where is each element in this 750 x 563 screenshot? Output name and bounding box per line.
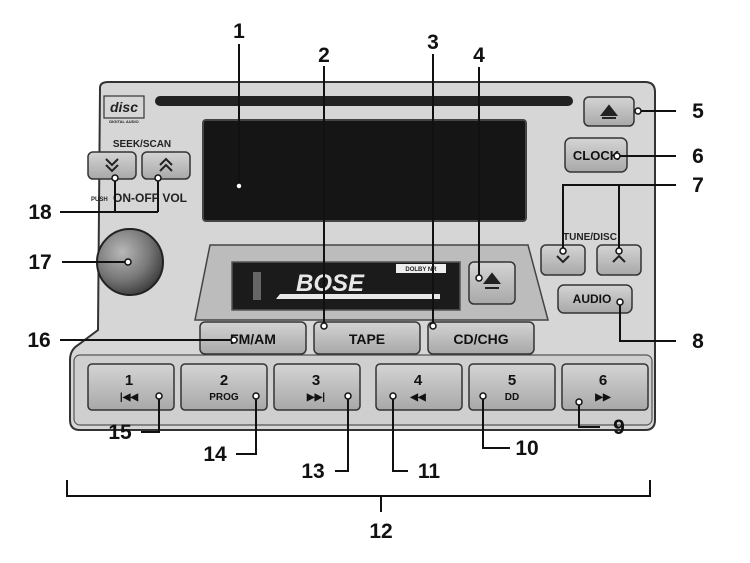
tape-eject-button[interactable] xyxy=(468,261,516,305)
leader-lines xyxy=(60,44,676,512)
audio-button[interactable]: AUDIO xyxy=(557,284,633,314)
svg-text:DD: DD xyxy=(505,392,519,403)
callout-6: 6 xyxy=(692,145,704,168)
eject-icon xyxy=(599,104,619,119)
preset-button-2[interactable]: 2 PROG xyxy=(180,363,268,411)
preset-button-1[interactable]: 1 |◀◀ xyxy=(87,363,175,411)
push-label: PUSH xyxy=(91,197,108,203)
svg-text:5: 5 xyxy=(508,372,516,389)
seek-scan-label: SEEK/SCAN xyxy=(113,139,171,150)
callout-16: 16 xyxy=(27,329,50,352)
callout-4: 4 xyxy=(473,44,485,67)
callout-11: 11 xyxy=(418,460,441,483)
cd-eject-button[interactable] xyxy=(583,96,635,127)
preset-button-4[interactable]: 4 ◀◀ xyxy=(375,363,463,411)
callout-3: 3 xyxy=(427,31,439,54)
callout-2: 2 xyxy=(318,44,330,67)
seek-down-button[interactable] xyxy=(87,151,137,180)
svg-text:▶▶|: ▶▶| xyxy=(306,392,325,403)
callout-18: 18 xyxy=(28,201,52,224)
svg-text:TAPE: TAPE xyxy=(349,331,385,347)
callout-12: 12 xyxy=(369,520,392,543)
callout-7: 7 xyxy=(692,174,704,197)
svg-text:disc: disc xyxy=(110,99,138,115)
chevron-down-icon xyxy=(556,255,570,264)
bose-underline xyxy=(276,294,440,299)
svg-text:|◀◀: |◀◀ xyxy=(120,392,138,403)
callout-5: 5 xyxy=(692,100,704,123)
cd-logo: disc DIGITAL AUDIO xyxy=(103,95,145,124)
dolby-badge xyxy=(396,264,446,273)
svg-text:1: 1 xyxy=(125,372,133,389)
clock-button[interactable]: CLOCK xyxy=(564,137,628,173)
callout-10: 10 xyxy=(515,437,538,460)
svg-text:CD/CHG: CD/CHG xyxy=(453,331,508,347)
callout-1: 1 xyxy=(233,20,245,43)
tape-button[interactable]: TAPE xyxy=(313,321,421,355)
svg-text:CLOCK: CLOCK xyxy=(573,148,620,163)
display-screen xyxy=(202,119,527,222)
chevron-up-icon xyxy=(612,254,626,263)
callout-13: 13 xyxy=(301,460,324,483)
callout-14: 14 xyxy=(203,443,227,466)
svg-text:2: 2 xyxy=(220,372,228,389)
chevron-up-icon xyxy=(159,157,173,172)
svg-text:DIGITAL AUDIO: DIGITAL AUDIO xyxy=(109,119,138,124)
fm-am-button[interactable]: FM/AM xyxy=(199,321,307,355)
callout-numbers: 1 2 3 4 5 6 7 8 9 10 11 12 13 14 15 16 1… xyxy=(27,20,704,543)
cd-slot[interactable] xyxy=(155,96,573,106)
on-off-vol-label: ON-OFF VOL xyxy=(113,191,187,205)
dolby-label: DOLBY NR xyxy=(405,267,437,273)
cd-chg-button[interactable]: CD/CHG xyxy=(427,321,535,355)
svg-text:PROG: PROG xyxy=(209,392,239,403)
callout-17: 17 xyxy=(28,251,51,274)
svg-text:4: 4 xyxy=(414,372,423,389)
eject-icon xyxy=(482,272,502,289)
svg-text:3: 3 xyxy=(312,372,320,389)
svg-text:FM/AM: FM/AM xyxy=(230,331,276,347)
seek-up-button[interactable] xyxy=(141,151,191,180)
preset-button-5[interactable]: 5 DD xyxy=(468,363,556,411)
svg-text:◀◀: ◀◀ xyxy=(409,392,426,403)
tune-disc-label: TUNE/DISC xyxy=(563,232,617,243)
tape-window xyxy=(253,272,261,300)
callout-9: 9 xyxy=(613,416,625,439)
callout-8: 8 xyxy=(692,330,704,353)
leader-dots xyxy=(111,107,642,406)
preset-button-3[interactable]: 3 ▶▶| xyxy=(273,363,361,411)
bose-logo: BOSE xyxy=(296,270,365,297)
svg-text:6: 6 xyxy=(599,372,607,389)
svg-text:▶▶: ▶▶ xyxy=(594,392,612,403)
svg-text:AUDIO: AUDIO xyxy=(573,292,612,306)
chevron-down-icon xyxy=(105,158,119,173)
preset-button-6[interactable]: 6 ▶▶ xyxy=(561,363,649,411)
callout-15: 15 xyxy=(108,421,132,444)
